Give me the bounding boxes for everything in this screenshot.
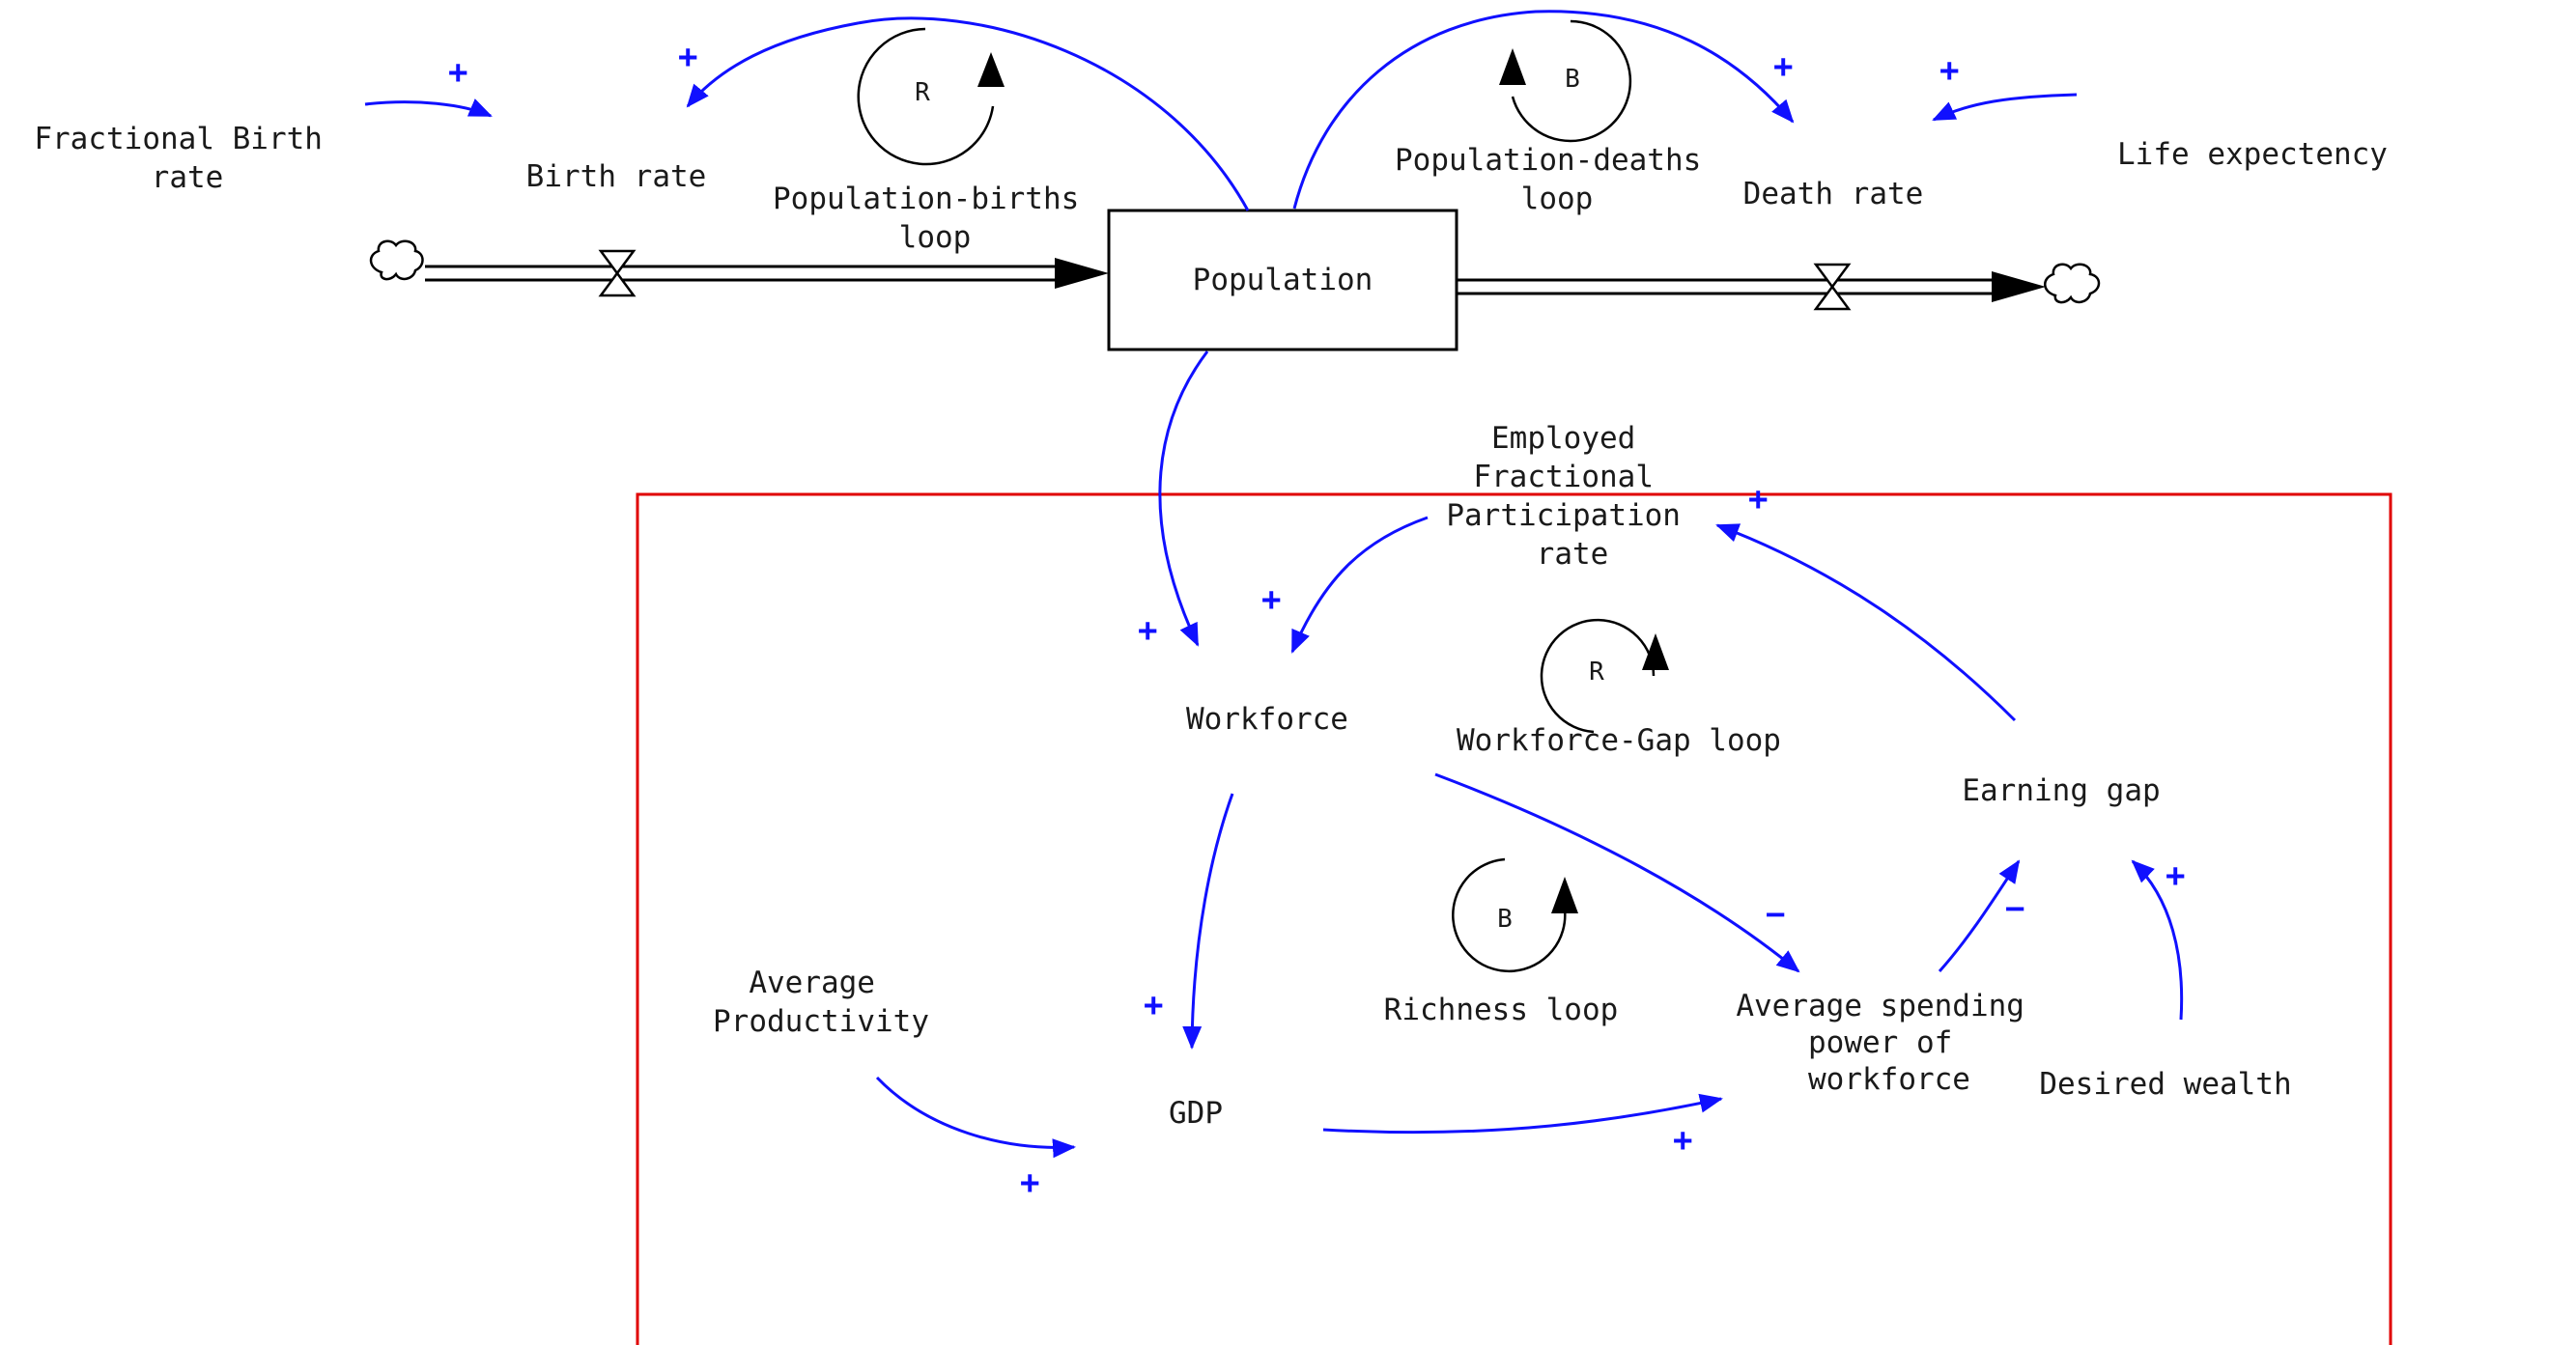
workforce-label[interactable]: Workforce	[1186, 702, 1348, 737]
polarity-sign: +	[678, 38, 697, 76]
link-life-expectency-to-death-rate	[1932, 93, 2078, 122]
svg-text:R: R	[1589, 658, 1604, 687]
link-spending-power-to-earning-gap	[1938, 859, 2021, 972]
model-boundary	[636, 492, 2392, 1345]
polarity-sign: +	[2166, 856, 2185, 895]
death-rate-label[interactable]: Death rate	[1743, 177, 1924, 211]
link-fractional-birth-to-birth-rate	[364, 98, 493, 118]
link-workforce-to-gdp	[1182, 793, 1234, 1050]
population-stock[interactable]: Population	[1107, 209, 1458, 351]
earning-gap-label[interactable]: Earning gap	[1962, 773, 2160, 808]
average-productivity-label[interactable]: Average Productivity	[713, 966, 929, 1039]
polarity-sign: +	[1261, 580, 1281, 619]
polarity-sign: +	[1138, 611, 1157, 650]
sink-cloud	[2044, 263, 2101, 304]
polarity-sign: −	[1766, 895, 1785, 934]
deaths-valve-icon[interactable]	[1813, 263, 1852, 311]
loop-marker-population-deaths: B	[1499, 19, 1632, 143]
births-valve-icon[interactable]	[598, 249, 637, 297]
average-spending-power-label[interactable]: Average spending power of workforce	[1736, 989, 2042, 1097]
deaths-flow-pipe	[1457, 271, 2046, 302]
population-deaths-loop-label: Population-deaths loop	[1395, 143, 1719, 216]
polarity-sign: −	[2005, 889, 2024, 928]
fractional-birth-rate-label[interactable]: Fractional Birth rate	[34, 122, 340, 195]
polarity-sign: +	[1144, 986, 1163, 1024]
svg-text:R: R	[915, 78, 930, 107]
polarity-sign: +	[448, 53, 467, 92]
link-participation-to-workforce	[1290, 516, 1429, 654]
desired-wealth-label[interactable]: Desired wealth	[2039, 1067, 2291, 1102]
polarity-sign: +	[1939, 51, 1959, 90]
source-cloud	[369, 239, 424, 281]
workforce-gap-loop-label: Workforce-Gap loop	[1457, 723, 1781, 758]
svg-text:B: B	[1565, 65, 1580, 94]
population-label: Population	[1193, 263, 1373, 297]
loop-marker-richness: B	[1452, 857, 1578, 973]
loop-marker-population-births: R	[857, 27, 1005, 166]
polarity-sign: +	[1673, 1121, 1692, 1160]
svg-text:B: B	[1497, 905, 1513, 934]
gdp-label[interactable]: GDP	[1169, 1096, 1223, 1131]
link-earning-gap-to-participation	[1715, 523, 2017, 722]
richness-loop-label: Richness loop	[1384, 993, 1619, 1027]
link-workforce-to-spending-power	[1434, 772, 1800, 973]
link-population-to-death-rate	[1292, 10, 1795, 210]
link-population-to-workforce	[1158, 350, 1209, 647]
loop-marker-workforce-gap: R	[1540, 618, 1669, 734]
life-expectency-label[interactable]: Life expectency	[2117, 137, 2388, 172]
employed-fractional-participation-rate-label[interactable]: Employed Fractional Participation rate	[1446, 421, 1698, 572]
polarity-sign: +	[1748, 480, 1768, 518]
link-desired-wealth-to-earning-gap	[2131, 859, 2184, 1021]
link-productivity-to-gdp	[875, 1076, 1076, 1159]
birth-rate-label[interactable]: Birth rate	[526, 159, 707, 194]
link-population-to-birth-rate	[686, 16, 1250, 211]
polarity-sign: +	[1773, 47, 1793, 86]
population-births-loop-label: Population-births loop	[773, 182, 1097, 255]
polarity-sign: +	[1020, 1163, 1039, 1202]
link-gdp-to-spending-power	[1322, 1093, 1723, 1135]
births-flow-pipe	[425, 258, 1109, 289]
